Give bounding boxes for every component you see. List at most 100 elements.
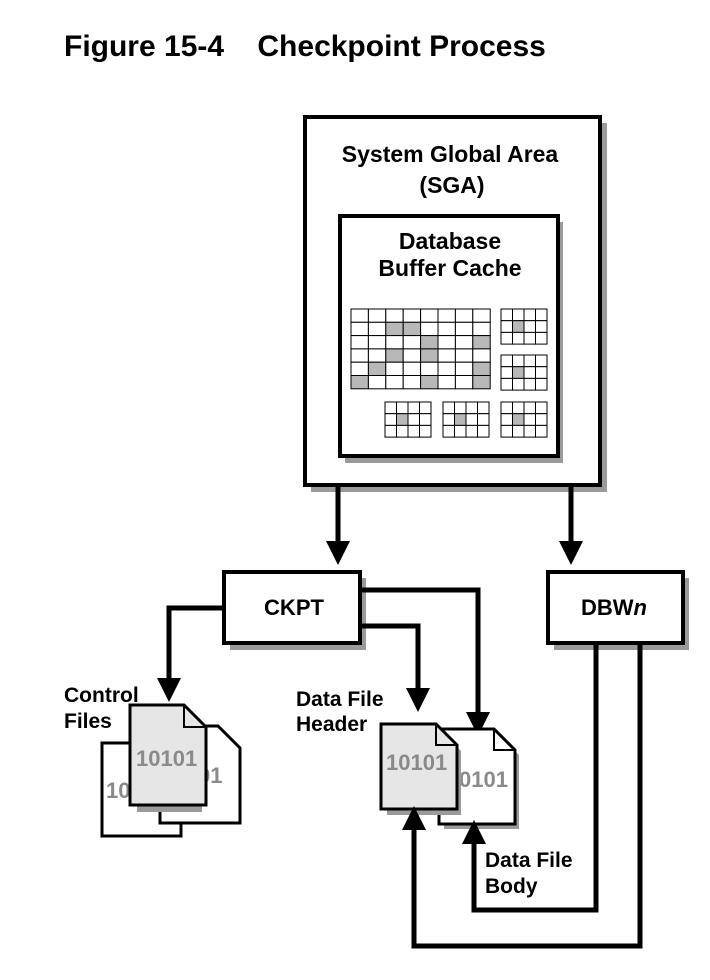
buffer-cell [454, 321, 474, 337]
buffer-cell [367, 375, 387, 390]
buffer-cell [454, 424, 467, 438]
buffer-cell [385, 321, 404, 337]
figure-title: Figure 15-4 Checkpoint Process [64, 30, 546, 63]
sga-subtitle: (SGA) [419, 172, 484, 198]
dbwn-to-header-line [411, 643, 643, 949]
data-file-header-label-1: Data File [296, 688, 384, 711]
buffer-cell [535, 320, 548, 333]
buffer-cell [367, 348, 387, 363]
buffer-cell [407, 424, 420, 438]
buffer-cell [535, 354, 548, 368]
buffer-cell [535, 401, 548, 415]
buffer-cell [437, 361, 456, 377]
buffer-cell [420, 308, 439, 323]
buffer-cell [535, 424, 548, 438]
buffer-cell [472, 321, 491, 337]
ckpt-box [222, 570, 362, 645]
ckpt-to-body-line [360, 587, 481, 714]
buffer-cell [350, 375, 369, 390]
buffer-cell [442, 413, 455, 426]
data-file-body-label-1: Data File [485, 849, 573, 872]
buffer-cell [367, 321, 387, 337]
buffer-cell [385, 335, 404, 350]
buffer-cell [407, 413, 420, 426]
buffer-cell [500, 401, 513, 415]
buffer-grid-small-4 [442, 401, 490, 438]
data-file-header-bits: 10101 [386, 750, 447, 775]
control-files-label-2: Files [64, 710, 112, 733]
buffer-cell [472, 375, 491, 390]
buffer-cell [350, 361, 369, 377]
control-file-left-bits: 10 [106, 778, 130, 803]
buffer-cell [442, 401, 455, 415]
buffer-cell [535, 331, 548, 345]
buffer-cell [385, 348, 404, 363]
buffer-cell [500, 366, 513, 379]
buffer-cell [437, 375, 456, 390]
buffer-cell [437, 348, 456, 363]
ckpt-label: CKPT [264, 595, 324, 620]
buffer-cell [437, 308, 456, 323]
buffer-cell [477, 401, 490, 415]
ckpt-to-control-line [166, 605, 224, 680]
buffer-cell [500, 424, 513, 438]
buffer-grid-small-1 [500, 308, 548, 345]
buffer-cell [500, 331, 513, 345]
data-file-body-bits: 0101 [459, 767, 508, 792]
buffer-cell [420, 375, 439, 390]
buffer-cell [442, 424, 455, 438]
buffer-cell [500, 413, 513, 426]
buffer-grid-small-5 [500, 401, 548, 438]
buffer-grid-main [350, 308, 491, 390]
buffer-cell [402, 321, 422, 337]
buffer-cell [454, 308, 474, 323]
buffer-cell [402, 375, 422, 390]
ckpt-to-header-line [360, 623, 421, 690]
buffer-cell [472, 361, 491, 377]
buffer-cell [500, 320, 513, 333]
buffer-cell [535, 413, 548, 426]
buffer-cell [472, 348, 491, 363]
buffer-grid-small-3 [384, 401, 432, 438]
dbwn-to-body-arrowhead [462, 820, 486, 844]
buffer-cell [454, 413, 467, 426]
sga-title: System Global Area [342, 141, 559, 167]
buffer-cell [396, 413, 409, 426]
buffer-cell [523, 377, 536, 391]
buffer-cell [384, 413, 397, 426]
buffer-cell [535, 308, 548, 322]
buffer-cell [396, 424, 409, 438]
buffer-cell [472, 308, 491, 323]
buffer-cell [385, 375, 404, 390]
buffer-cell [454, 361, 474, 377]
buffer-cell [367, 308, 387, 323]
data-file-header-doc: 10101 [379, 722, 461, 815]
control-file-front: 10101 [128, 703, 208, 812]
buffer-cell [384, 424, 397, 438]
buffer-cell [420, 335, 439, 350]
buffer-cell [454, 348, 474, 363]
buffer-cell [472, 335, 491, 350]
sga-to-dbwn-arrowhead [559, 541, 583, 565]
buffer-cell [350, 308, 369, 323]
buffer-cell [512, 308, 525, 322]
buffer-cell [350, 348, 369, 363]
buffer-cell [512, 354, 525, 368]
buffer-cell [437, 321, 456, 337]
buffer-cell [523, 331, 536, 345]
buffer-cell [454, 335, 474, 350]
sga-to-ckpt-arrowhead [326, 541, 350, 565]
buffer-cell [420, 321, 439, 337]
dbwn-to-body-line [471, 643, 599, 913]
buffer-cell [477, 413, 490, 426]
buffer-cell [523, 308, 536, 322]
buffer-cell [407, 401, 420, 415]
buffer-grids [350, 308, 548, 438]
dbwn-suffix: n [634, 595, 647, 620]
ckpt-to-header-arrowhead [406, 688, 430, 712]
buffer-cell [523, 366, 536, 379]
buffer-cell [454, 375, 474, 390]
buffer-cell [420, 361, 439, 377]
buffer-cell [454, 401, 467, 415]
